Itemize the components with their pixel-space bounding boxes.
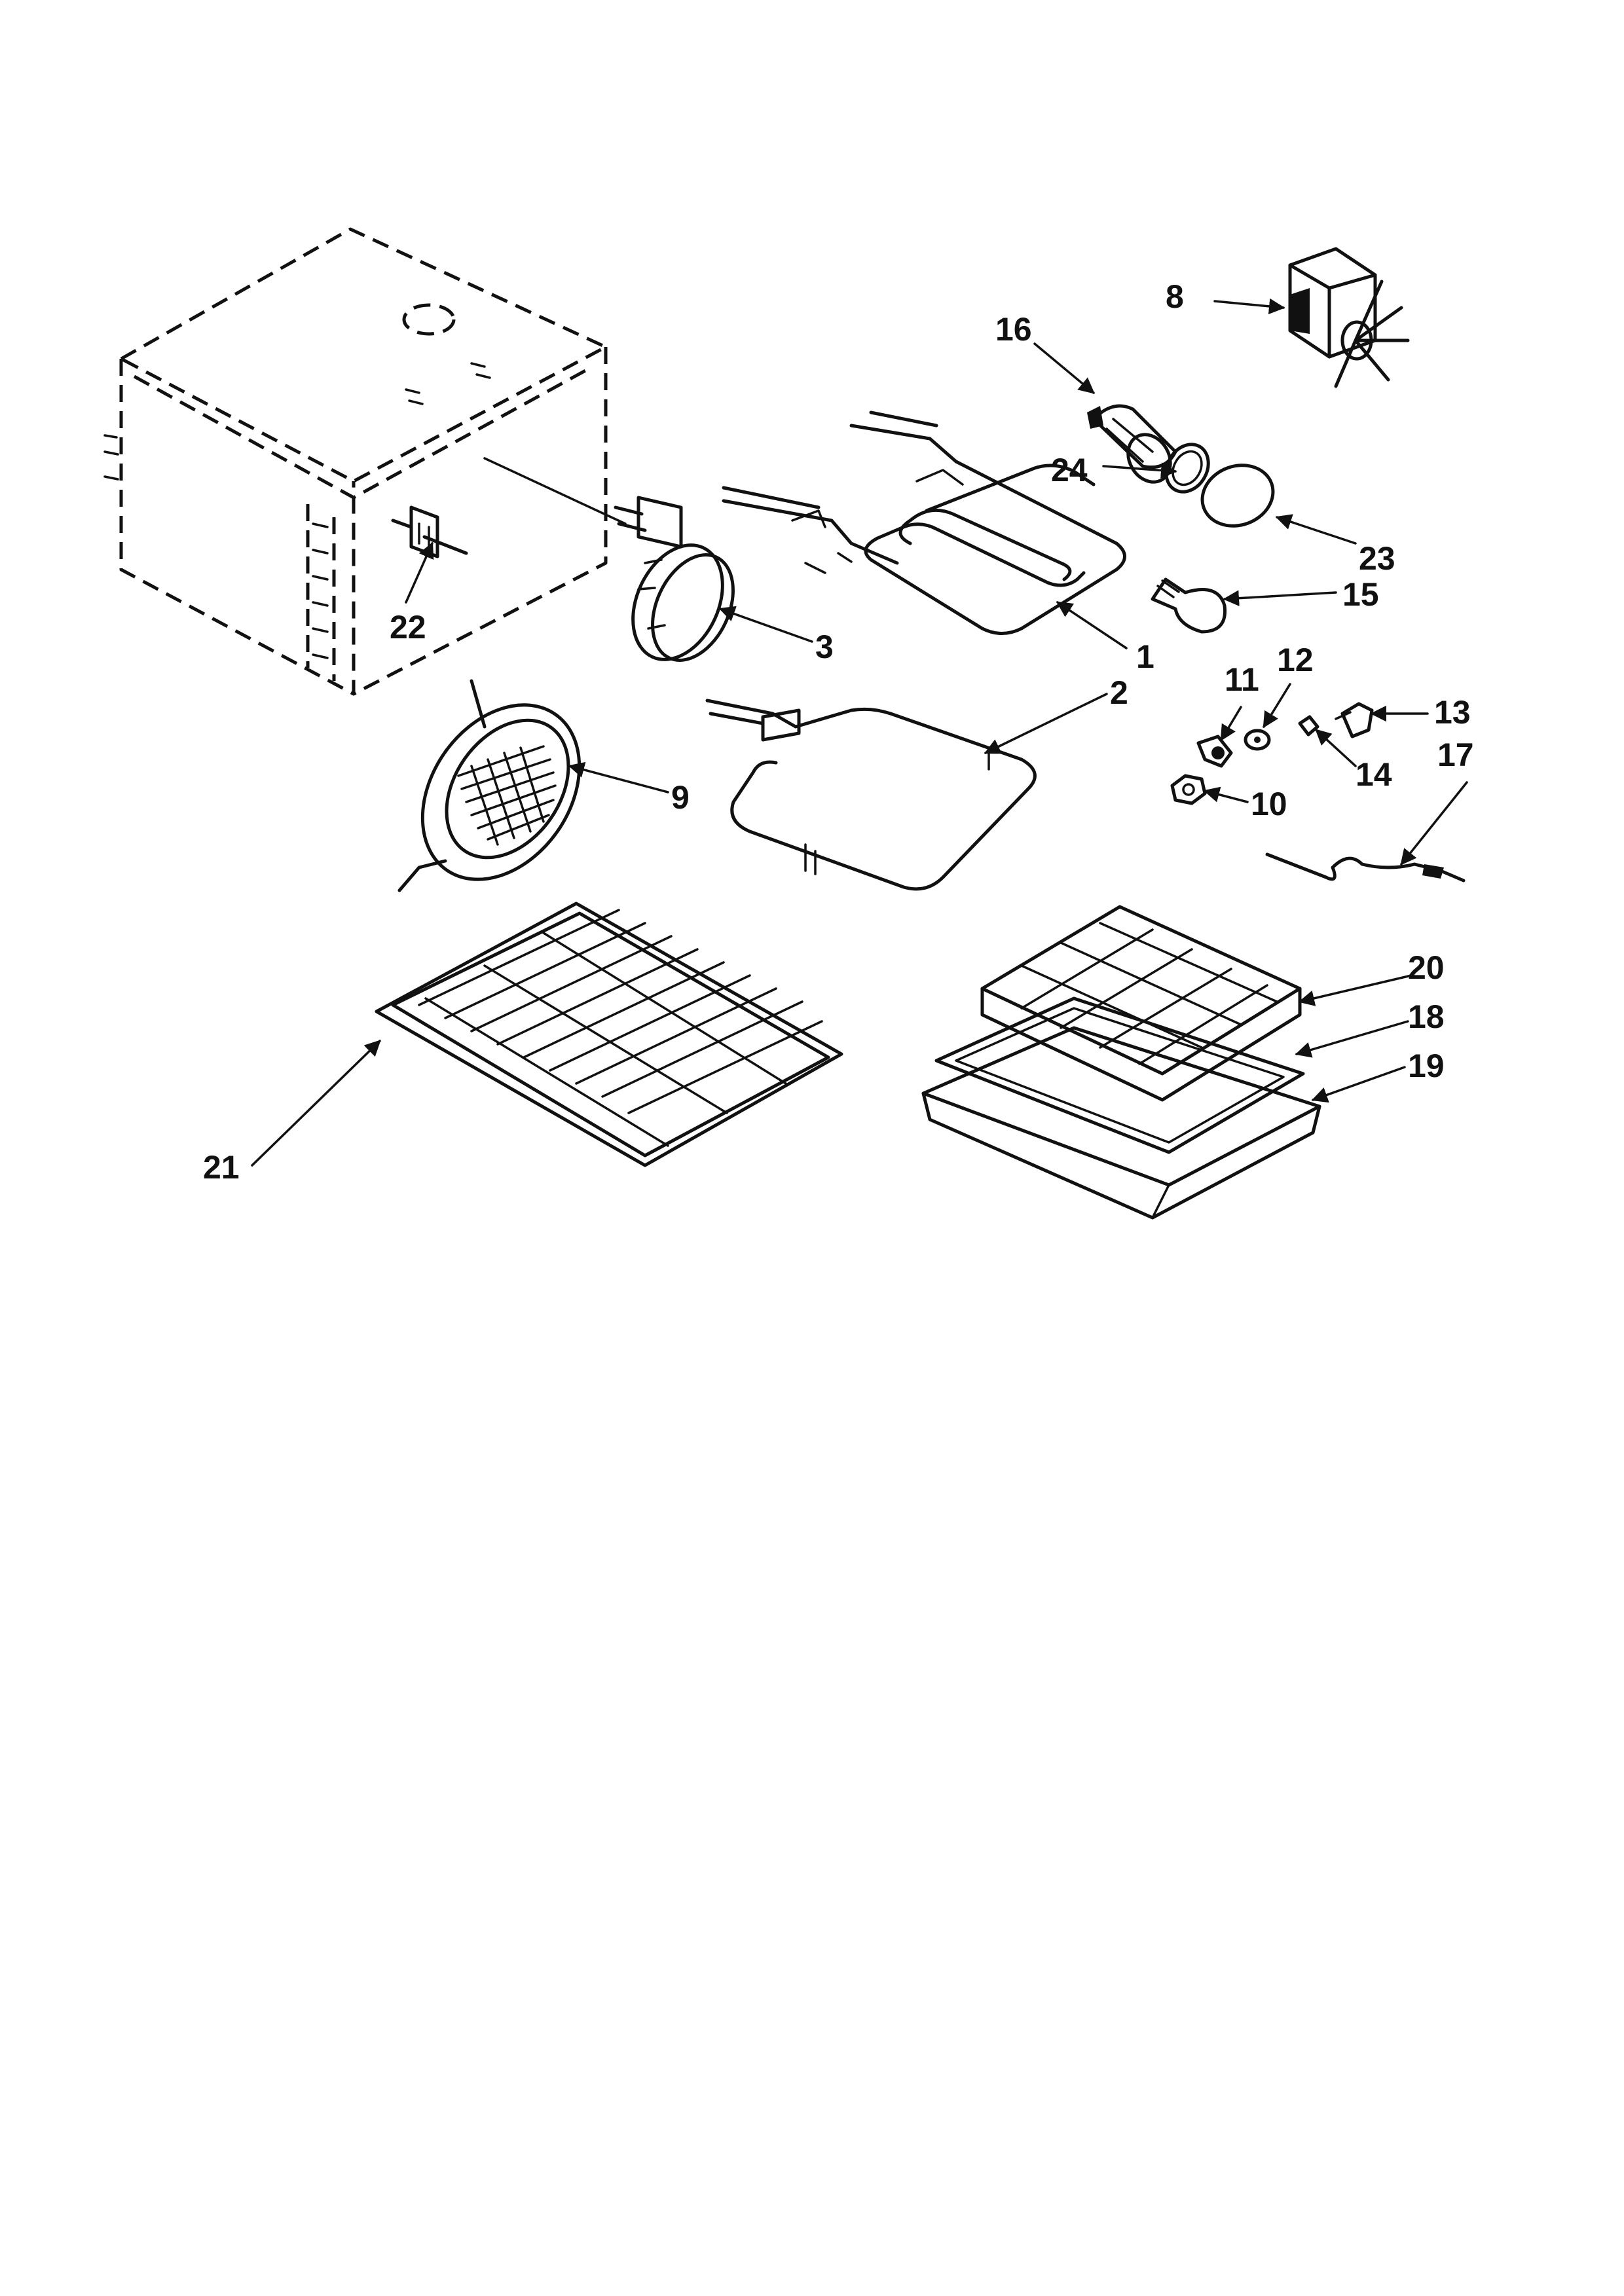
callout-22: 22 xyxy=(390,609,426,646)
callout-17: 17 xyxy=(1437,737,1474,773)
callout-18: 18 xyxy=(1408,998,1445,1035)
part-3-fan-shroud-ring xyxy=(614,496,735,662)
part-17-meat-probe xyxy=(1265,852,1466,883)
callout-23: 23 xyxy=(1359,540,1395,577)
part-9-fan-grille-cover xyxy=(397,679,581,892)
part-11-clip xyxy=(1196,735,1233,768)
callout-3: 3 xyxy=(815,629,834,665)
callout-8: 8 xyxy=(1166,278,1184,315)
callout-13: 13 xyxy=(1434,694,1471,731)
callout-15: 15 xyxy=(1342,576,1379,613)
callout-labels: 8 16 24 23 15 1 3 2 9 11 12 13 14 10 17 … xyxy=(203,278,1474,1186)
part-15-light-bulb xyxy=(1151,577,1227,634)
callout-21: 21 xyxy=(203,1149,240,1186)
callout-14: 14 xyxy=(1356,756,1392,793)
callout-9: 9 xyxy=(671,779,690,816)
oven-cavity-outline xyxy=(103,227,627,696)
part-2-bake-element xyxy=(705,699,1037,891)
part-20-broil-grid xyxy=(980,905,1302,1102)
leader-lines xyxy=(251,298,1468,1167)
callout-24: 24 xyxy=(1051,452,1088,488)
part-13-thermostat-clip xyxy=(1335,702,1374,738)
part-18-broiler-pan-insert xyxy=(934,996,1305,1154)
callout-20: 20 xyxy=(1408,949,1445,986)
callout-19: 19 xyxy=(1408,1048,1445,1084)
part-14-spacer xyxy=(1298,715,1320,737)
part-8-fan-motor xyxy=(1288,247,1410,388)
part-22-bracket xyxy=(391,505,468,558)
part-10-nut xyxy=(1170,774,1207,805)
callout-2: 2 xyxy=(1110,674,1128,711)
callout-1: 1 xyxy=(1136,638,1154,675)
part-23-lamp-lens xyxy=(1200,464,1275,528)
callout-10: 10 xyxy=(1251,786,1287,822)
callout-16: 16 xyxy=(995,311,1032,348)
part-1-broil-element xyxy=(722,410,1126,635)
part-24-gasket xyxy=(1164,443,1210,494)
callout-11: 11 xyxy=(1225,661,1259,698)
callout-12: 12 xyxy=(1277,642,1314,678)
part-21-oven-rack xyxy=(375,902,843,1167)
part-12-washer xyxy=(1244,729,1271,751)
part-19-broiler-pan xyxy=(921,1026,1321,1220)
